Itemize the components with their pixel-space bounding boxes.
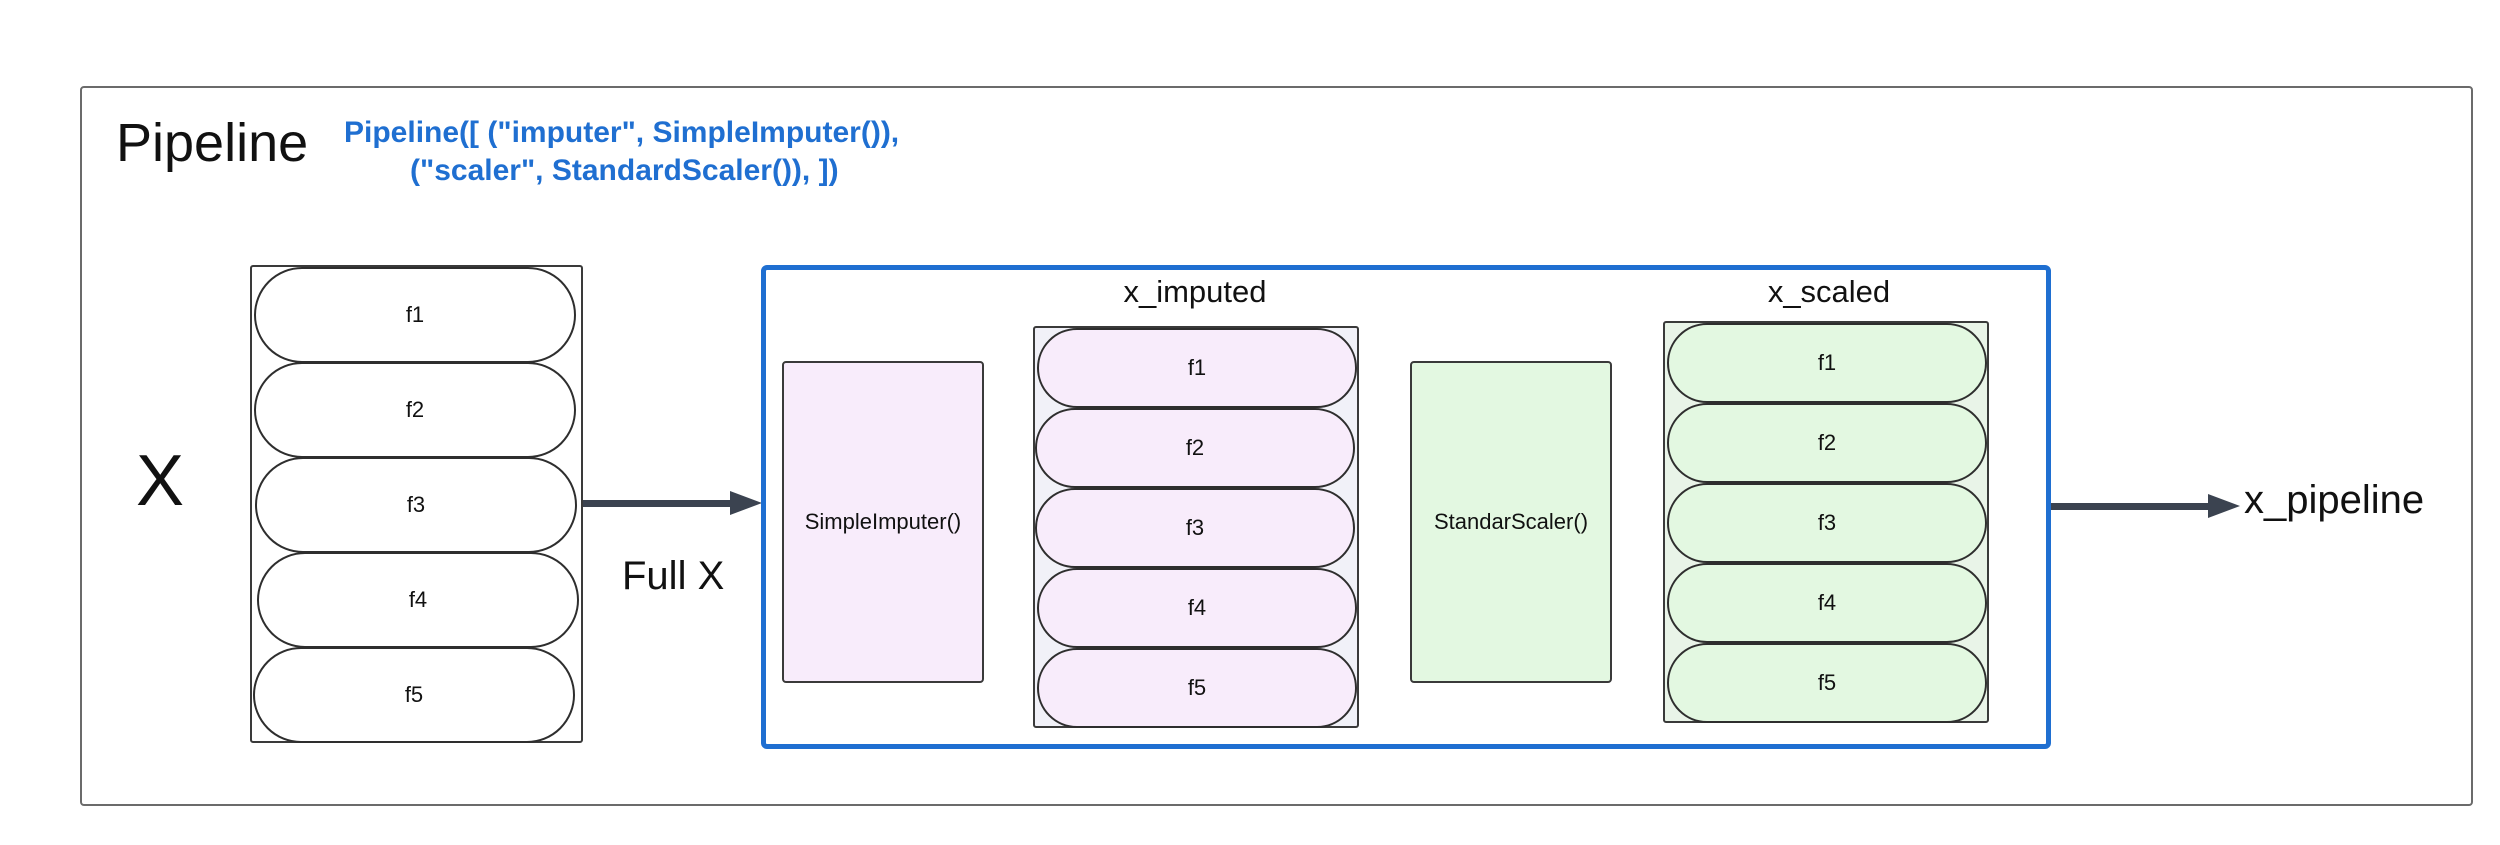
full-x-label: Full X: [622, 554, 725, 598]
input-feature-2: f2: [254, 362, 576, 458]
pipeline-title: Pipeline: [116, 113, 309, 173]
code-line-1: Pipeline([ ("imputer", SimpleImputer()),: [344, 116, 900, 149]
scaled-feature-stack: f1 f2 f3 f4 f5: [1663, 321, 1989, 723]
full-x-arrow-head: [730, 491, 762, 515]
imputed-feature-3: f3: [1035, 488, 1355, 568]
imputed-feature-4: f4: [1037, 568, 1357, 648]
input-feature-5: f5: [253, 647, 575, 743]
scaled-feature-4: f4: [1667, 563, 1987, 643]
imputed-output-label: x_imputed: [1123, 274, 1267, 309]
pipeline-steps-container: [761, 265, 2051, 749]
scaled-feature-1: f1: [1667, 323, 1987, 403]
input-feature-stack: f1 f2 f3 f4 f5: [250, 265, 583, 743]
output-arrow-line: [2051, 503, 2211, 510]
output-arrow-head: [2208, 494, 2240, 518]
pipeline-frame: [80, 86, 2473, 806]
pipeline-code: Pipeline([ ("imputer", SimpleImputer()),…: [344, 114, 899, 190]
simple-imputer-step: SimpleImputer(): [782, 361, 984, 683]
input-label: X: [136, 441, 185, 521]
standard-scaler-step: StandarScaler(): [1410, 361, 1612, 683]
scaled-feature-2: f2: [1667, 403, 1987, 483]
imputed-feature-1: f1: [1037, 328, 1357, 408]
imputed-feature-stack: f1 f2 f3 f4 f5: [1033, 326, 1359, 728]
full-x-arrow-line: [583, 500, 733, 507]
code-line-2: ("scaler", StandardScaler()), ]): [410, 154, 839, 187]
input-feature-3: f3: [255, 457, 577, 553]
input-feature-1: f1: [254, 267, 576, 363]
scaled-feature-3: f3: [1667, 483, 1987, 563]
imputed-feature-5: f5: [1037, 648, 1357, 728]
input-feature-4: f4: [257, 552, 579, 648]
scaled-feature-5: f5: [1667, 643, 1987, 723]
pipeline-output-label: x_pipeline: [2244, 478, 2425, 522]
imputed-feature-2: f2: [1035, 408, 1355, 488]
scaled-output-label: x_scaled: [1767, 274, 1891, 309]
